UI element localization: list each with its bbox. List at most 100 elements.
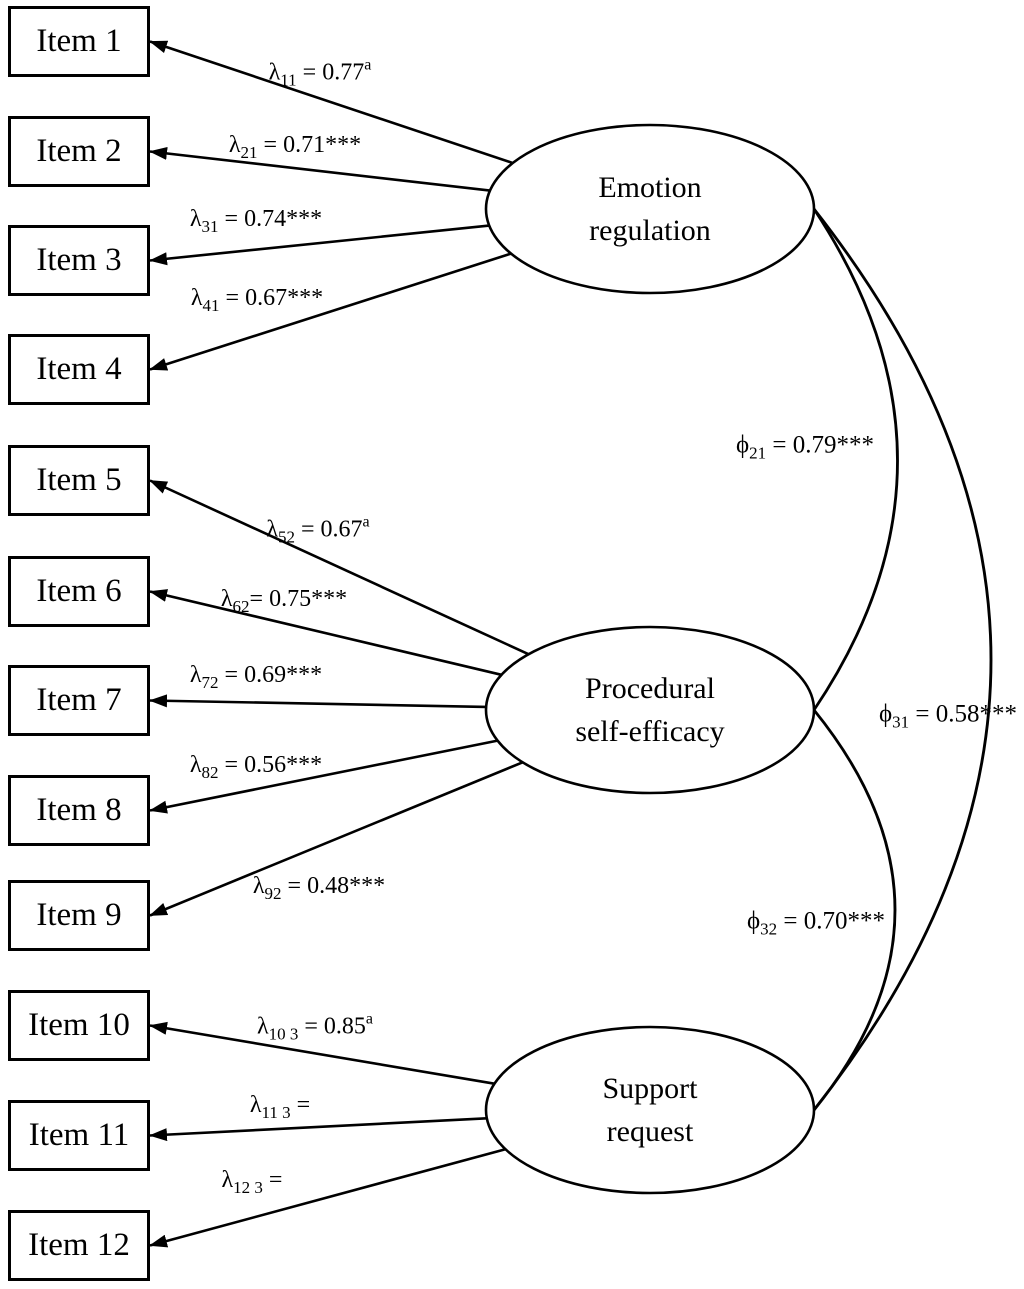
factor-label-line-2: self-efficacy (575, 715, 725, 748)
lambda-subscript: 12 3 (233, 1178, 263, 1197)
loading-arrow-lambda-11-3 (149, 1117, 487, 1142)
item-box-12: Item 12 (8, 1210, 150, 1281)
loading-arrow-lambda-72 (149, 694, 487, 709)
loading-label-lambda-72: λ72 = 0.69*** (190, 663, 322, 691)
factor-label-line-2: request (606, 1115, 694, 1148)
lambda-symbol: λ (189, 752, 202, 778)
lambda-superscript: a (362, 513, 370, 531)
lambda-symbol: λ (256, 1013, 269, 1040)
lambda-superscript: a (364, 56, 372, 74)
lambda-value: = (262, 1167, 283, 1193)
item-label-5: Item 5 (36, 462, 122, 498)
loading-label-lambda-11-3: λ11 3 = (250, 1093, 310, 1121)
lambda-subscript: 11 3 (261, 1103, 291, 1122)
loading-label-lambda-21: λ21 = 0.71*** (229, 133, 361, 161)
lambda-value: = 0.75*** (249, 586, 348, 612)
item-label-1: Item 1 (36, 23, 122, 59)
item-label-2: Item 2 (36, 133, 122, 169)
item-box-6: Item 6 (8, 556, 150, 627)
lambda-symbol: λ (221, 1167, 234, 1193)
item-label-7: Item 7 (36, 682, 122, 718)
lambda-value: = 0.71*** (257, 132, 362, 158)
item-label-4: Item 4 (36, 351, 122, 387)
lambda-value: = 0.85 (298, 1013, 366, 1040)
phi-value: = 0.58*** (909, 700, 1018, 728)
lambda-symbol: λ (228, 132, 241, 158)
loading-arrow-lambda-12-3 (149, 1147, 506, 1248)
item-box-11: Item 11 (8, 1100, 150, 1171)
phi-symbol: ϕ (735, 431, 750, 459)
lambda-subscript: 52 (277, 527, 295, 547)
lambda-subscript: 11 (280, 70, 297, 90)
lambda-value: = 0.67 (294, 516, 363, 543)
loading-arrow-lambda-41 (149, 252, 512, 371)
phi-value: = 0.79*** (766, 431, 875, 459)
factor-label-line-1: Support (602, 1072, 698, 1105)
factor-ellipse-procedural-self-efficacy (484, 625, 816, 795)
item-box-8: Item 8 (8, 775, 150, 846)
phi-symbol: ϕ (878, 700, 893, 728)
loading-label-lambda-62: λ62= 0.75*** (221, 587, 347, 615)
lambda-subscript: 82 (201, 763, 219, 782)
lambda-subscript: 21 (240, 143, 258, 162)
correlation-label-phi-32: ϕ32 = 0.70*** (747, 909, 885, 938)
lambda-value: = 0.77 (296, 59, 365, 86)
loading-arrow-lambda-52 (149, 479, 530, 656)
item-label-6: Item 6 (36, 573, 122, 609)
loading-label-lambda-11: λ11 = 0.77a (269, 56, 372, 90)
factor-label-line-2: regulation (589, 214, 711, 247)
lambda-value: = 0.56*** (218, 752, 323, 778)
loading-label-lambda-52: λ52 = 0.67a (266, 513, 370, 547)
phi-subscript: 32 (760, 919, 778, 939)
loading-label-lambda-92: λ92 = 0.48*** (253, 874, 385, 902)
lambda-symbol: λ (220, 586, 233, 612)
lambda-symbol: λ (189, 662, 202, 688)
correlation-curve-phi-21 (812, 208, 899, 711)
loading-arrow-lambda-92 (149, 761, 524, 917)
correlation-curve-phi-31 (812, 208, 993, 1111)
loading-label-lambda-82: λ82 = 0.56*** (190, 753, 322, 781)
item-label-10: Item 10 (28, 1007, 130, 1043)
factor-ellipse-support-request (484, 1025, 816, 1195)
correlation-label-phi-31: ϕ31 = 0.58*** (879, 702, 1017, 731)
lambda-subscript: 92 (264, 884, 282, 903)
loading-arrows-group (149, 40, 530, 1248)
item-box-3: Item 3 (8, 225, 150, 296)
lambda-superscript: a (365, 1010, 374, 1028)
loading-arrow-lambda-82 (149, 739, 498, 814)
lambda-symbol: λ (190, 285, 203, 311)
lambda-value: = 0.69*** (218, 662, 323, 688)
phi-symbol: ϕ (746, 907, 761, 935)
correlation-label-phi-21: ϕ21 = 0.79*** (736, 433, 874, 462)
lambda-value: = 0.74*** (218, 206, 323, 232)
item-box-10: Item 10 (8, 990, 150, 1061)
loading-arrow-lambda-21 (149, 146, 491, 192)
item-box-2: Item 2 (8, 116, 150, 187)
item-label-8: Item 8 (36, 792, 122, 828)
item-box-9: Item 9 (8, 880, 150, 951)
lambda-value: = 0.48*** (281, 873, 386, 899)
loading-arrow-lambda-10-3 (149, 1021, 495, 1085)
loading-arrow-lambda-31 (149, 224, 490, 266)
factor-ellipses-group (484, 123, 816, 1195)
lambda-symbol: λ (266, 516, 278, 543)
phi-subscript: 21 (749, 443, 767, 463)
lambda-subscript: 72 (201, 673, 219, 692)
loading-label-lambda-31: λ31 = 0.74*** (190, 207, 322, 235)
lambda-value: = (290, 1092, 311, 1118)
phi-subscript: 31 (892, 712, 910, 732)
correlation-curve-phi-32 (812, 709, 897, 1111)
loading-arrow-lambda-11 (149, 40, 514, 165)
loading-arrow-lambda-62 (149, 589, 502, 677)
lambda-value: = 0.67*** (219, 285, 324, 311)
lambda-subscript: 41 (202, 296, 220, 315)
factor-ellipse-emotion-regulation (484, 123, 816, 295)
loading-label-lambda-10-3: λ10 3 = 0.85a (256, 1010, 374, 1043)
item-label-3: Item 3 (36, 242, 122, 278)
item-box-4: Item 4 (8, 334, 150, 405)
item-label-9: Item 9 (36, 897, 122, 933)
factor-label-support-request: Support request (602, 1067, 697, 1153)
